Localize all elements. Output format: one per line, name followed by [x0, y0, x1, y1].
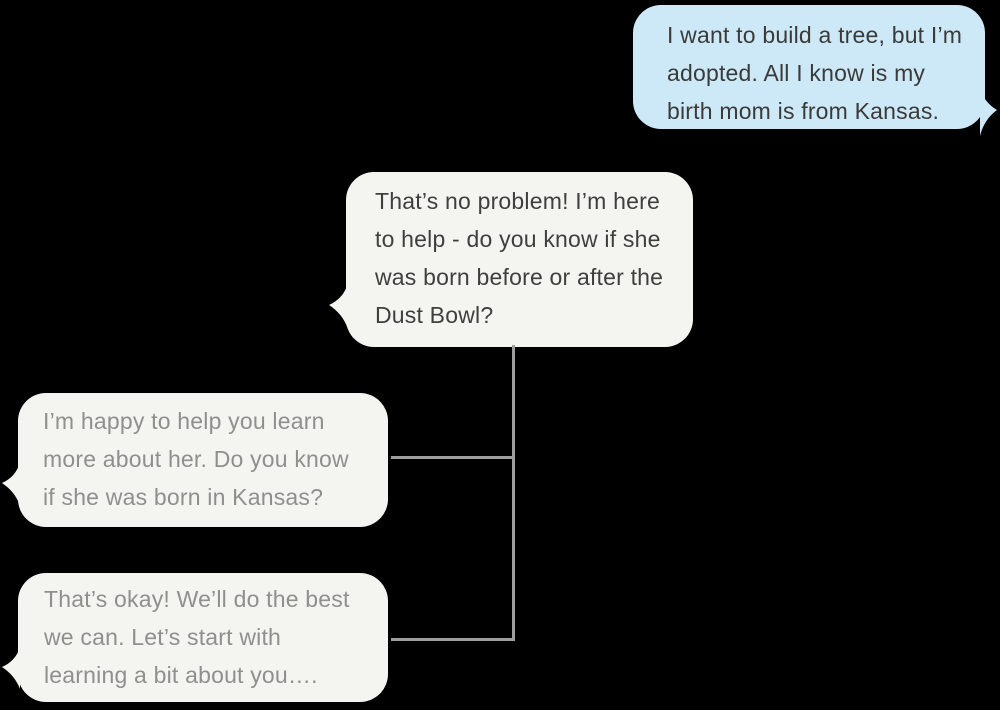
connector-branch-2-line — [391, 638, 515, 641]
connector-branch-1-line — [391, 456, 512, 459]
bubble-text-line: That’s no problem! I’m here — [375, 188, 660, 214]
connector-vertical-line — [512, 345, 515, 641]
bubble-text-line: Dust Bowl? — [375, 302, 494, 328]
chat-bubble-branch-1: I’m happy to help you learn more about h… — [1, 393, 388, 527]
bubble-text-line: learning a bit about you…. — [44, 662, 318, 688]
bubble-text-line: adopted. All I know is my — [667, 60, 926, 86]
bubble-text-line: I’m happy to help you learn — [43, 408, 325, 434]
chat-bubble-branch-2: That’s okay! We’ll do the best we can. L… — [1, 573, 388, 702]
bubble-text: I’m happy to help you learn more about h… — [18, 393, 388, 516]
bubble-text-line: to help - do you know if she — [375, 226, 661, 252]
bubble-tail-left-icon — [1, 647, 20, 689]
bubble-tail-left-icon — [1, 462, 20, 506]
bubble-text: That’s okay! We’ll do the best we can. L… — [18, 573, 388, 694]
bubble-text-line: we can. Let’s start with — [44, 624, 282, 650]
chat-bubble-user: I want to build a tree, but I’m adopted.… — [633, 5, 997, 136]
bubble-text: That’s no problem! I’m here to help - do… — [346, 172, 693, 334]
bubble-text-line: if she was born in Kansas? — [43, 484, 324, 510]
bubble-tail-left-icon — [329, 283, 348, 329]
bubble-text-line: birth mom is from Kansas. — [667, 98, 940, 124]
bubble-text-line: was born before or after the — [375, 264, 664, 290]
chat-bubble-bot-reply: That’s no problem! I’m here to help - do… — [329, 172, 693, 347]
bubble-text-line: That’s okay! We’ll do the best — [44, 586, 350, 612]
bubble-tail-right-icon — [980, 86, 997, 136]
bubble-text: I want to build a tree, but I’m adopted.… — [633, 5, 985, 130]
bubble-text-line: I want to build a tree, but I’m — [667, 22, 963, 48]
bubble-text-line: more about her. Do you know — [43, 446, 349, 472]
